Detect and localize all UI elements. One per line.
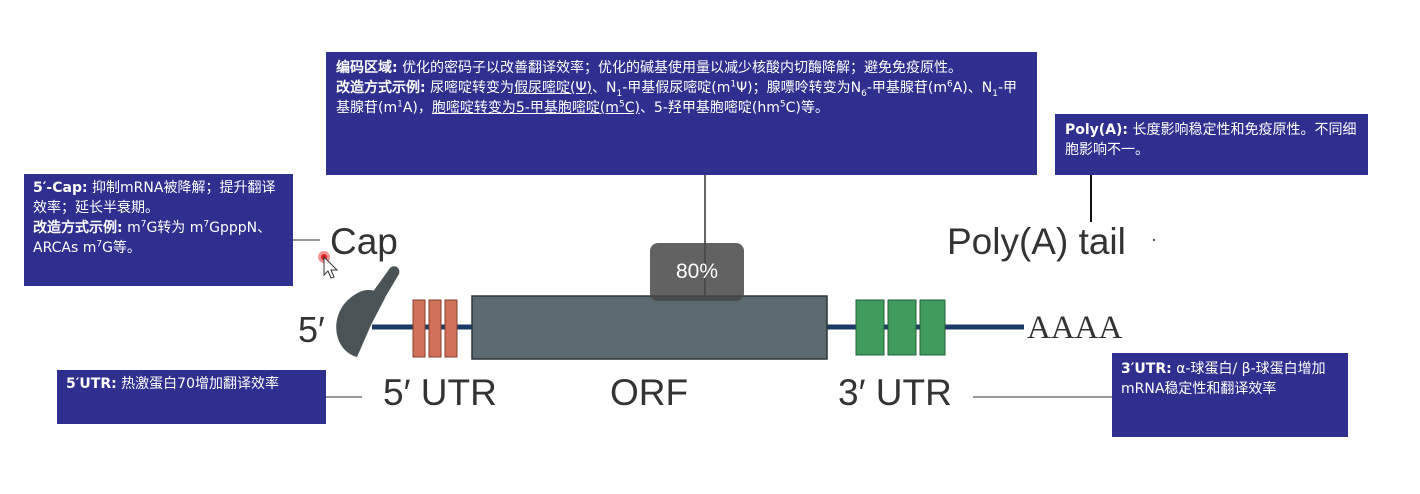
superscript: 5 (779, 99, 786, 110)
coding-mod-text: A)， (402, 100, 432, 116)
superscript: 6 (946, 79, 953, 90)
poly-a-tail-label: Poly(A) tail (947, 221, 1126, 262)
utr5-text: 热激蛋白70增加翻译效率 (121, 376, 280, 392)
poly-a-text: 长度影响稳定性和免疫原性。不同细胞影响不一。 (1065, 122, 1357, 158)
subscript: 1 (992, 88, 998, 99)
cap-structure (336, 266, 400, 357)
utr3-label: 3′ UTR (838, 372, 952, 413)
poly-a-box: Poly(A): 长度影响稳定性和免疫原性。不同细胞影响不一。 (1055, 114, 1368, 175)
utr3-box: 3′UTR: α-球蛋白/ β-球蛋白增加mRNA稳定性和翻译效率 (1112, 353, 1348, 437)
utr5-segments (412, 299, 458, 358)
zoom-level-indicator: 80% (650, 243, 744, 301)
coding-mod-text: -甲基腺苷(m (866, 80, 947, 96)
utr3-heading: 3′UTR: (1121, 361, 1172, 377)
coding-mod-text: 胞嘧啶转变为5-甲基胞嘧啶(m (431, 100, 619, 116)
cap-mod-text: m (127, 220, 141, 236)
superscript: 1 (397, 99, 403, 110)
cap-mod-text: G转为 (146, 220, 186, 236)
coding-mod-text: 、N (592, 80, 617, 96)
coding-text: 优化的密码子以改善翻译效率；优化的碱基使用量以减少核酸内切酶降解；避免免疫原性。 (402, 60, 963, 76)
utr5-label: 5′ UTR (383, 372, 497, 413)
methylcytosine-text: 胞嘧啶转变为5-甲基胞嘧啶(m5C) (432, 100, 640, 116)
superscript: 7 (96, 239, 103, 250)
cap-label: Cap (330, 221, 398, 262)
zoom-level-text: 80% (675, 260, 719, 283)
coding-mod-text: A)、N (952, 80, 993, 96)
cap-heading: 5′-Cap: (33, 180, 88, 196)
cap-box: 5′-Cap: 抑制mRNA被降解；提升翻译效率；延长半衰期。 改造方式示例: … (24, 174, 293, 286)
orf-label: ORF (610, 372, 689, 413)
coding-mod-text: -甲基假尿嘧啶(m (622, 80, 731, 96)
cap-mod-text: G等。 (102, 240, 141, 256)
utr5-box: 5′UTR: 热激蛋白70增加翻译效率 (57, 370, 326, 424)
coding-heading: 编码区域: (336, 60, 398, 76)
poly-a-heading: Poly(A): (1065, 122, 1129, 138)
cap-mod-text: m (189, 220, 204, 236)
coding-modification-heading: 改造方式示例: (336, 80, 426, 96)
aaaa-label: AAAA (1027, 310, 1123, 346)
five-prime-label: 5′ (298, 309, 325, 350)
mouse-pointer-icon (318, 251, 339, 279)
superscript: 7 (140, 219, 147, 230)
coding-mod-text: -甲基腺苷(m (336, 80, 1018, 116)
utr3-text: α-球蛋白/ β-球蛋白增加mRNA稳定性和翻译效率 (1121, 361, 1326, 397)
subscript: 1 (616, 88, 623, 99)
utr3-segments (855, 299, 946, 356)
superscript: 1 (730, 79, 737, 90)
subscript: 6 (861, 88, 867, 99)
pseudouridine-text: 假尿嘧啶(Ψ) (514, 80, 593, 96)
coding-region-box: 编码区域: 优化的密码子以改善翻译效率；优化的碱基使用量以减少核酸内切酶降解；避… (326, 52, 1037, 175)
superscript: 5 (618, 99, 625, 110)
coding-mod-text: C) (624, 100, 640, 116)
utr5-heading: 5′UTR: (66, 376, 117, 392)
orf-body (471, 295, 828, 360)
coding-mod-text: C)等。 (785, 100, 829, 116)
cap-text: 抑制mRNA被降解；提升翻译效率；延长半衰期。 (33, 180, 276, 216)
coding-mod-text: 、5-羟甲基胞嘧啶(hm (639, 100, 780, 116)
cap-modification-heading: 改造方式示例: (33, 220, 123, 236)
coding-mod-text: Ψ)；腺嘌呤转变为N (736, 80, 862, 96)
coding-mod-text: 尿嘧啶转变为 (430, 80, 515, 96)
cap-mod-text: GpppN、 ARCAs m (33, 220, 272, 256)
superscript: 7 (203, 219, 210, 230)
